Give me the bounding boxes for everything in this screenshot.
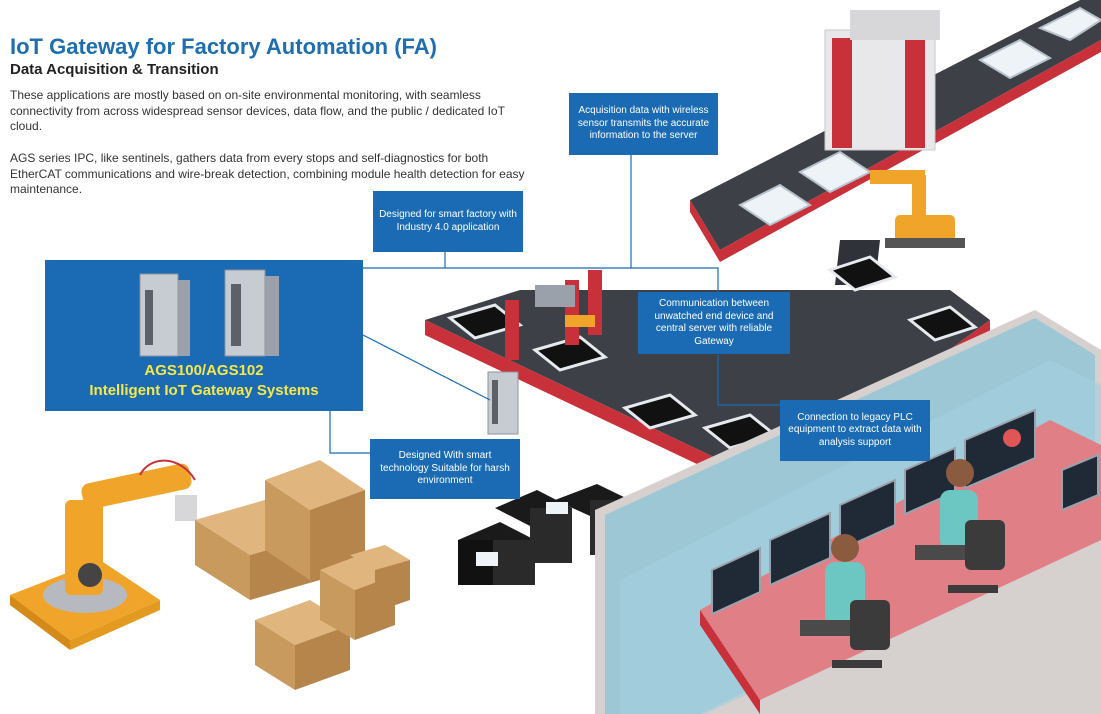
page-subtitle: Data Acquisition & Transition [10,61,219,78]
gateway-units-icon [139,269,279,357]
intro-paragraph-1: These applications are mostly based on o… [10,88,505,133]
product-model: AGS100/AGS102 [144,362,264,379]
upper-conveyor-tablets [738,6,1101,227]
robot-arm-left [10,459,197,650]
intro-paragraph-2: AGS series IPC, like sentinels, gathers … [10,151,525,196]
callout-communication: Communication between unwatched end devi… [638,292,790,354]
gateway-device-icon [487,371,519,435]
product-panel: AGS100/AGS102 Intelligent IoT Gateway Sy… [45,260,363,411]
callout-connectors [329,155,780,454]
callout-smart-factory: Designed for smart factory with Industry… [373,191,523,252]
middle-gate [505,270,602,360]
callout-legacy-plc: Connection to legacy PLC equipment to ex… [780,400,930,461]
control-room [595,310,1101,714]
page-title: IoT Gateway for Factory Automation (FA) [10,34,437,59]
product-name: Intelligent IoT Gateway Systems [89,382,319,399]
callout-acquisition: Acquisition data with wireless sensor tr… [569,93,718,155]
inspection-gate [824,10,940,151]
cardboard-boxes [195,460,410,690]
callout-harsh-environment: Designed With smart technology Suitable … [370,439,520,499]
